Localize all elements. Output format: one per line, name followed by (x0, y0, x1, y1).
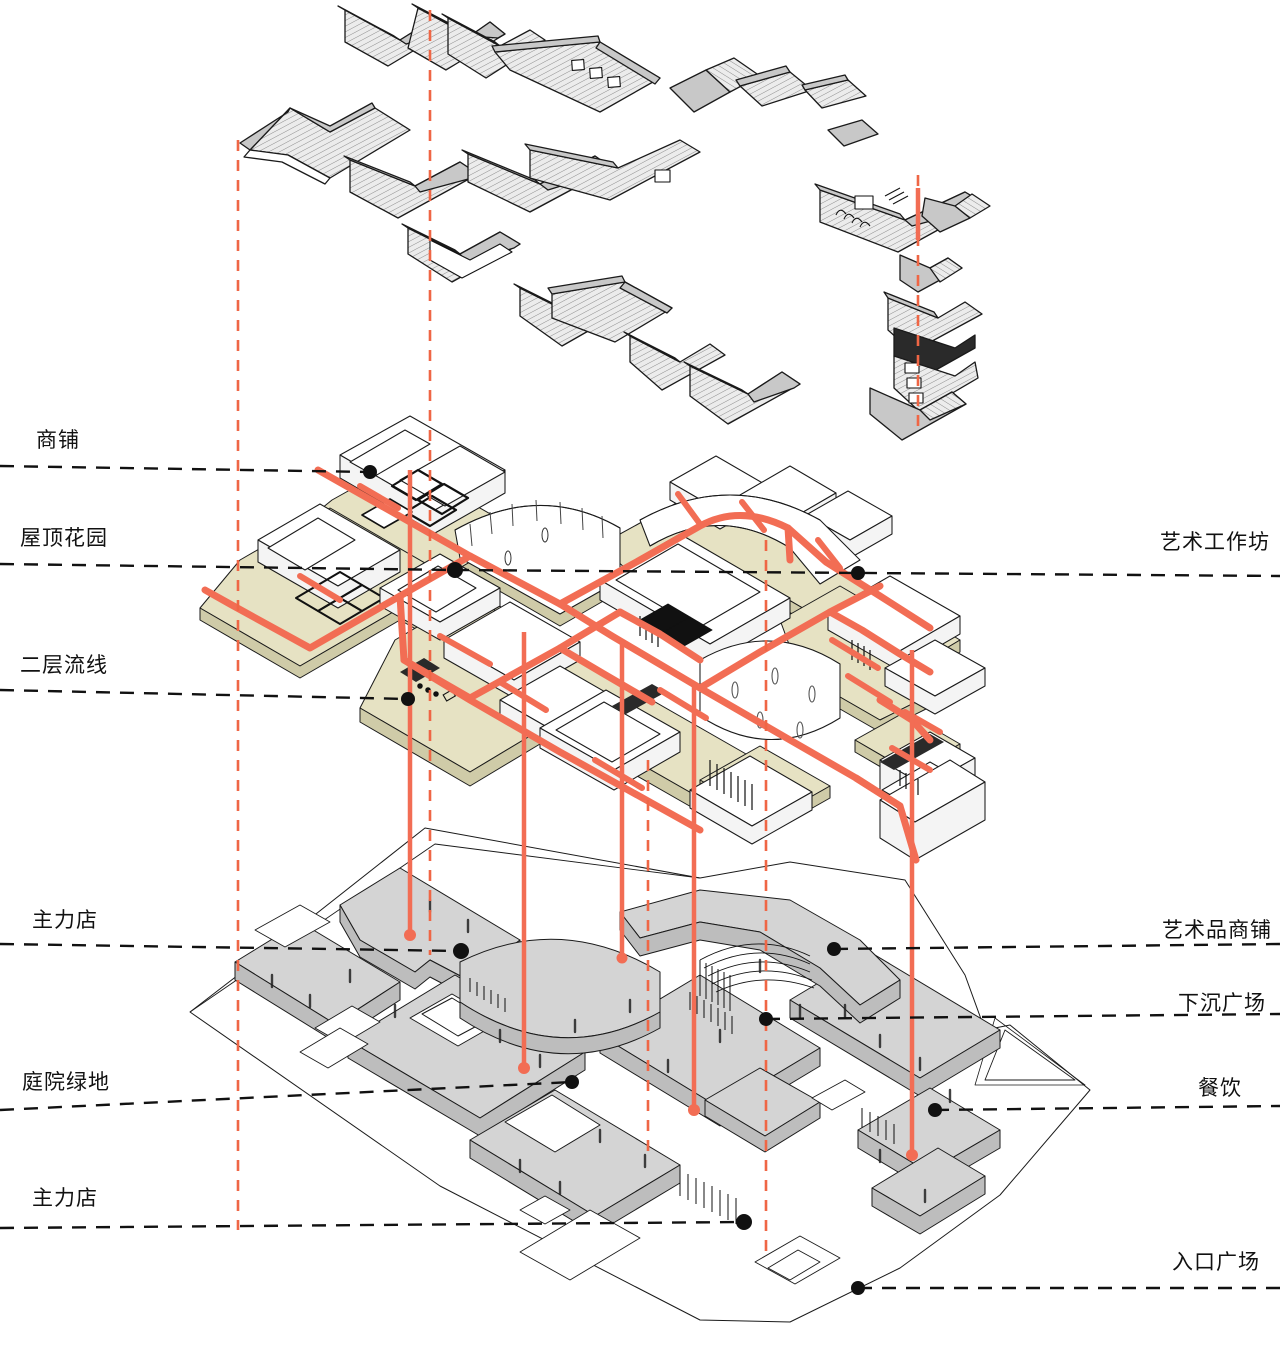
label-shops: 商铺 (36, 428, 80, 452)
label-leader-lines (0, 464, 1280, 1290)
label-second-floor-circulation: 二层流线 (20, 653, 108, 677)
label-anchor-store-upper: 主力店 (32, 908, 98, 932)
layer-roofs (239, 3, 991, 441)
label-dining: 餐饮 (1198, 1076, 1242, 1100)
connector-end-dots (404, 929, 918, 1161)
layer-ground-floor (189, 827, 1091, 1323)
connector-lines (407, 188, 921, 1155)
layer-second-floor (199, 415, 986, 861)
label-roof-garden: 屋顶花园 (20, 526, 108, 550)
label-entry-plaza: 入口广场 (1172, 1250, 1260, 1274)
circulation-route (201, 466, 934, 864)
label-sunken-plaza: 下沉广场 (1178, 991, 1266, 1015)
label-anchor-store-lower: 主力店 (32, 1186, 98, 1210)
label-art-workshop: 艺术工作坊 (1160, 530, 1270, 554)
label-leader-dots (363, 465, 942, 1295)
label-courtyard-green: 庭院绿地 (22, 1070, 110, 1094)
label-art-shops: 艺术品商铺 (1162, 918, 1272, 942)
